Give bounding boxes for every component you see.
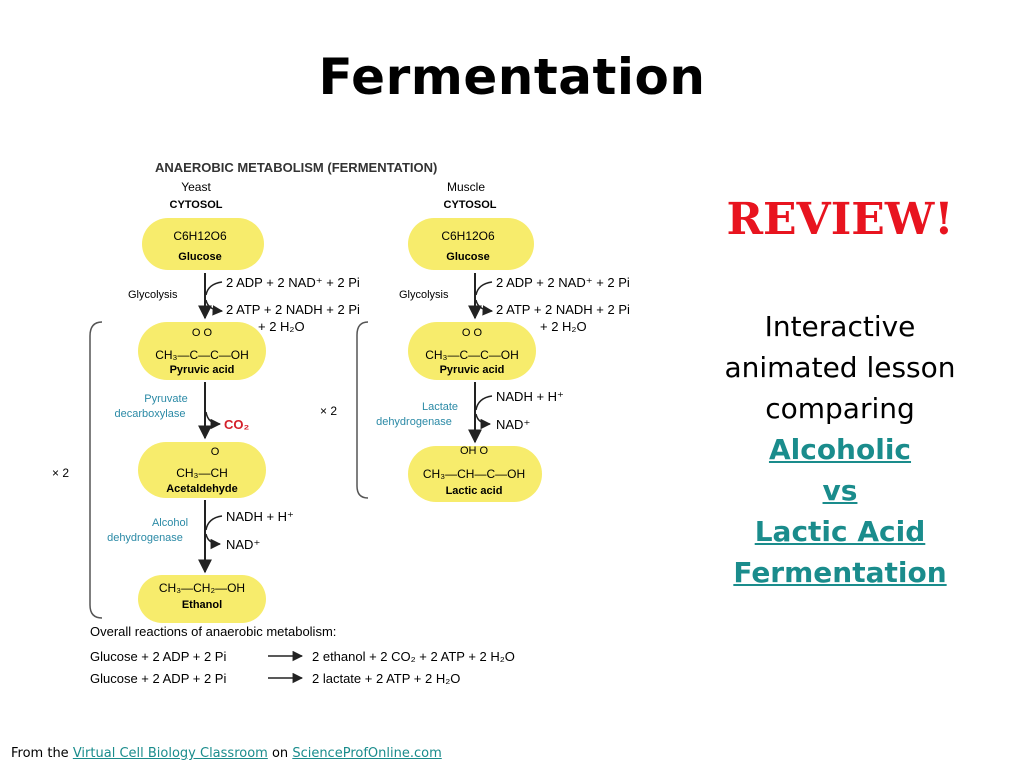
yeast-pyruvic-label: Pyruvic acid <box>170 364 235 376</box>
description-line-3: comparing <box>765 392 915 425</box>
yeast-cytosol-label: CYTOSOL <box>170 199 223 211</box>
yeast-co2: CO₂ <box>224 417 250 432</box>
muscle-lactic-label: Lactic acid <box>446 485 503 497</box>
muscle-pyruvic-formula: CH₃—C—C—OH <box>425 348 519 362</box>
footer-middle: on <box>271 746 289 761</box>
yeast-enzyme1-line2: decarboxylase <box>115 408 186 420</box>
overall-heading: Overall reactions of anaerobic metabolis… <box>90 624 336 639</box>
muscle-glycolysis-inputs: 2 ADP + 2 NAD⁺ + 2 Pi <box>496 275 630 290</box>
description-line-2: animated lesson <box>724 351 956 384</box>
yeast-ethanol-formula: CH₃—CH₂—OH <box>159 581 245 595</box>
yeast-bracket <box>89 321 103 619</box>
yeast-glycolysis-outputs: 2 ATP + 2 NADH + 2 Pi <box>226 302 360 317</box>
yeast-acetaldehyde-node <box>138 442 266 498</box>
lesson-link-lactic-acid[interactable]: Lactic Acid <box>754 515 926 548</box>
muscle-nad: NAD⁺ <box>496 417 530 432</box>
yeast-enzyme2-line1: Alcohol <box>152 517 188 529</box>
muscle-lactic-formula: CH₃—CH—C—OH <box>423 467 525 481</box>
yeast-pyruvic-oxygens: O O <box>192 327 213 339</box>
yeast-glucose-formula: C6H12O6 <box>173 229 227 243</box>
review-heading: REVIEW! <box>726 194 954 245</box>
yeast-acetaldehyde-label: Acetaldehyde <box>166 483 238 495</box>
muscle-lactic-top: OH O <box>460 445 489 457</box>
yeast-enzyme1-line1: Pyruvate <box>144 393 187 405</box>
yeast-glycolysis-inputs: 2 ADP + 2 NAD⁺ + 2 Pi <box>226 275 360 290</box>
muscle-glucose-formula: C6H12O6 <box>441 229 495 243</box>
muscle-enzyme-line1: Lactate <box>422 401 458 413</box>
reaction2-right: 2 lactate + 2 ATP + 2 H₂O <box>312 671 460 686</box>
muscle-multiplier: × 2 <box>320 404 337 418</box>
yeast-enzyme2-line2: dehydrogenase <box>107 532 183 544</box>
lesson-link-alcoholic[interactable]: Alcoholic <box>768 433 912 466</box>
slide-title: Fermentation <box>318 48 706 106</box>
muscle-lactic-node <box>408 446 542 502</box>
yeast-glucose-node <box>142 218 264 270</box>
muscle-enzyme-line2: dehydrogenase <box>376 416 452 428</box>
muscle-bracket <box>356 321 369 499</box>
footer-link-classroom[interactable]: Virtual Cell Biology Classroom <box>72 746 268 761</box>
fermentation-diagram: ANAEROBIC METABOLISM (FERMENTATION) Yeas… <box>52 160 630 686</box>
muscle-water: + 2 H₂O <box>540 319 587 334</box>
lesson-link-fermentation[interactable]: Fermentation <box>733 556 947 589</box>
lesson-description: Interactive animated lesson comparing Al… <box>700 306 980 593</box>
yeast-glucose-label: Glucose <box>178 251 221 263</box>
diagram-heading: ANAEROBIC METABOLISM (FERMENTATION) <box>155 160 437 175</box>
reaction1-right: 2 ethanol + 2 CO₂ + 2 ATP + 2 H₂O <box>312 649 515 664</box>
yeast-glycolysis-label: Glycolysis <box>128 289 178 301</box>
muscle-glycolysis-outputs: 2 ATP + 2 NADH + 2 Pi <box>496 302 630 317</box>
muscle-glycolysis-label: Glycolysis <box>399 289 449 301</box>
yeast-ethanol-label: Ethanol <box>182 599 222 611</box>
yeast-multiplier: × 2 <box>52 466 69 480</box>
footer-prefix: From the <box>11 746 69 761</box>
footer-link-site[interactable]: ScienceProfOnline.com <box>292 746 442 761</box>
yeast-pyruvic-formula: CH₃—C—C—OH <box>155 348 249 362</box>
yeast-water: + 2 H₂O <box>258 319 305 334</box>
yeast-acetaldehyde-oxygen: O <box>211 446 220 458</box>
yeast-label: Yeast <box>181 180 211 194</box>
footer-credit: From the Virtual Cell Biology Classroom … <box>11 746 442 761</box>
yeast-nad: NAD⁺ <box>226 537 260 552</box>
muscle-pyruvic-node <box>408 322 536 380</box>
muscle-pyruvic-label: Pyruvic acid <box>440 364 505 376</box>
muscle-nadh: NADH + H⁺ <box>496 389 564 404</box>
yeast-acetaldehyde-formula: CH₃—CH <box>176 466 228 480</box>
reaction2-left: Glucose + 2 ADP + 2 Pi <box>90 671 226 686</box>
muscle-pyruvic-oxygens: O O <box>462 327 483 339</box>
muscle-glucose-label: Glucose <box>446 251 489 263</box>
description-line-1: Interactive <box>764 310 916 343</box>
yeast-nadh: NADH + H⁺ <box>226 509 294 524</box>
muscle-glucose-node <box>408 218 534 270</box>
muscle-cytosol-label: CYTOSOL <box>444 199 497 211</box>
muscle-label: Muscle <box>447 180 485 194</box>
lesson-link-vs[interactable]: vs <box>822 474 858 507</box>
yeast-pyruvic-node <box>138 322 266 380</box>
reaction1-left: Glucose + 2 ADP + 2 Pi <box>90 649 226 664</box>
yeast-ethanol-node <box>138 575 266 623</box>
